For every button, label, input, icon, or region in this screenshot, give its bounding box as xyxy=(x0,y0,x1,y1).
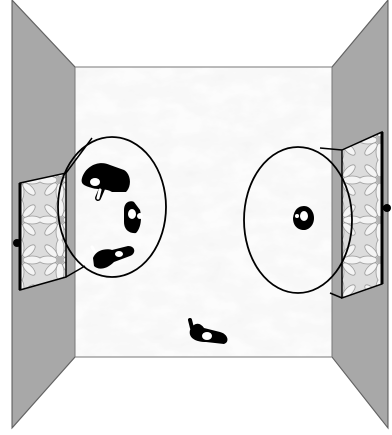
left-projector-dot xyxy=(13,239,21,247)
person-figure-4 xyxy=(293,206,314,230)
right-projector-dot xyxy=(383,204,391,212)
right-image-panel xyxy=(342,132,382,298)
marble-texture xyxy=(75,67,332,357)
